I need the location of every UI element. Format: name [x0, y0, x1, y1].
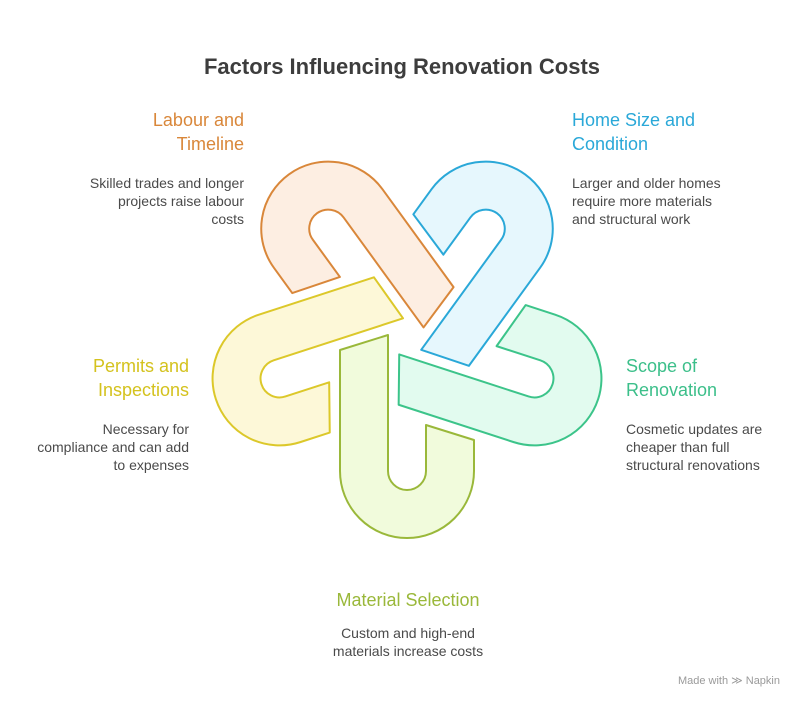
- shape-home-size: [412, 160, 554, 367]
- made-with-credit[interactable]: Made with ≫ Napkin: [677, 675, 780, 687]
- diagram-title: Factors Influencing Renovation Costs: [203, 54, 601, 79]
- shape-labour: [260, 160, 455, 329]
- factor-title: Material Selection: [336, 590, 480, 610]
- shape-material: [339, 334, 475, 539]
- shape-scope: [397, 304, 603, 447]
- napkin-logo-icon: ≫: [731, 675, 743, 687]
- shape-permits: [211, 276, 405, 447]
